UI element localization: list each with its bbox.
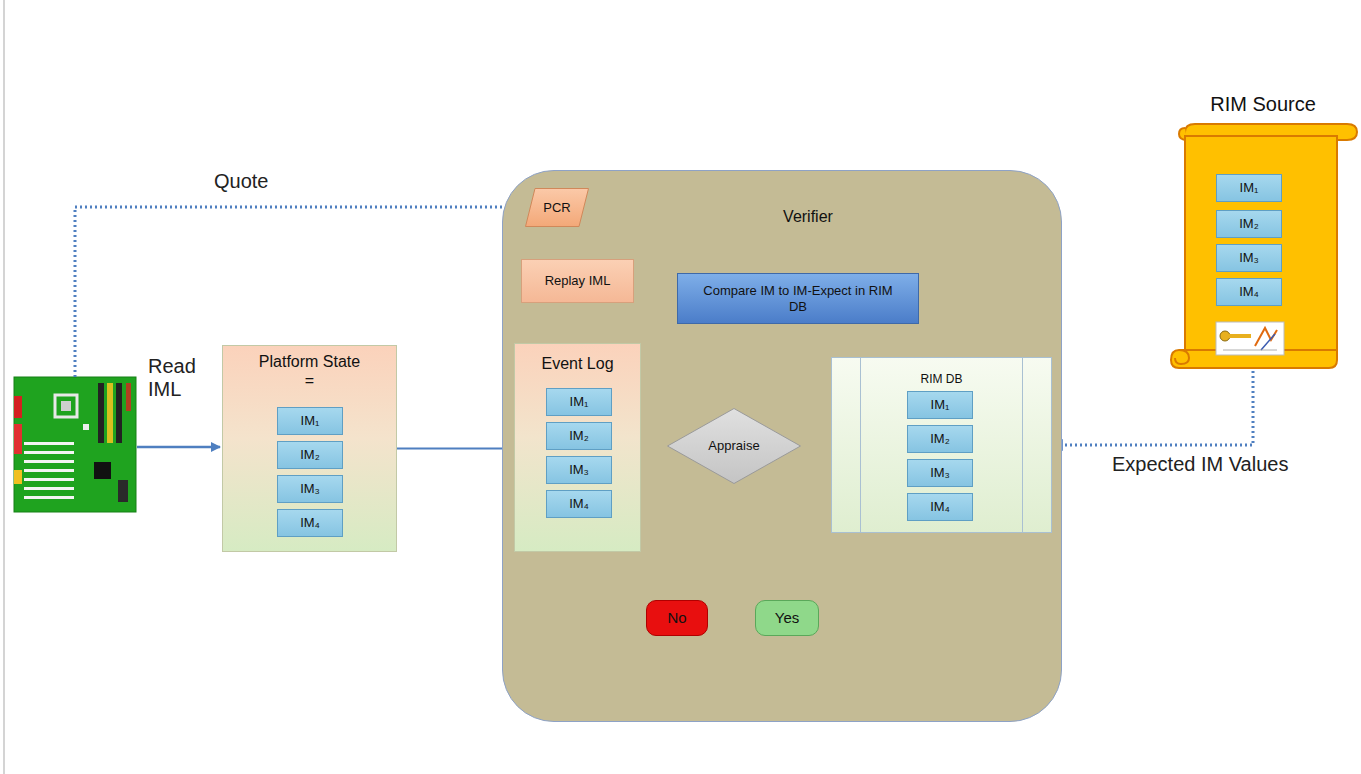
measurement-box: IM₁: [277, 407, 343, 435]
box-label: IM₁: [931, 397, 950, 413]
box-label: IM₃: [1239, 250, 1259, 266]
measurement-box: IM₄: [907, 493, 973, 521]
box-label: IM₁: [301, 413, 320, 429]
box-heading: Verifier: [783, 207, 833, 226]
box-label: IM₁: [570, 394, 589, 410]
box-label: IM₂: [300, 447, 320, 463]
box-label: IM₄: [569, 496, 589, 512]
quote-label: Quote: [214, 170, 268, 193]
connector: [397, 448, 514, 450]
read-label: Read IML: [148, 355, 208, 401]
state-box: Platform State = IM₁ IM₂ IM₃ IM₄: [222, 345, 397, 552]
box-label: Compare IM to IM-Expect in RIM DB: [703, 283, 893, 314]
process-box: Compare IM to IM-Expect in RIM DB: [677, 273, 919, 324]
database-box: RIM DB IM₁ IM₂ IM₃ IM₄: [831, 357, 1052, 533]
decision-diamond: Appraise: [667, 408, 801, 484]
box-heading: RIM DB: [921, 372, 963, 386]
rim-source-scroll: RIM SourceIM₁ IM₂ IM₃ IM₄: [1165, 88, 1361, 368]
box-label: IM₃: [569, 462, 589, 478]
box-label: IM₄: [1239, 284, 1259, 300]
process-box: Replay IML: [521, 259, 634, 303]
result-yes: Yes: [755, 600, 819, 636]
edge-label: Expected IM Values: [1112, 453, 1288, 476]
measurement-box: IM₂: [277, 441, 343, 469]
box-label: Replay IML: [545, 273, 611, 289]
result-no: No: [646, 600, 708, 636]
measurement-box: IM₃: [546, 456, 612, 484]
measurement-box: IM₂: [907, 425, 973, 453]
box-label: No: [667, 609, 686, 627]
box-label: IM₄: [300, 515, 320, 531]
measurement-box: IM₄: [277, 509, 343, 537]
box-label: Appraise: [708, 438, 759, 454]
motherboard-illustration: [14, 377, 136, 512]
measurement-box: IM₄: [546, 490, 612, 518]
signature-icon: [1216, 322, 1284, 355]
box-label: IM₄: [930, 499, 950, 515]
measurement-box: IM₃: [277, 475, 343, 503]
input-parallelogram: PCR: [525, 188, 589, 227]
measurement-box: IM₁: [546, 388, 612, 416]
measurement-box: IM₂: [546, 422, 612, 450]
box-label: IM₂: [930, 431, 950, 447]
measurement-box: IM₃: [907, 459, 973, 487]
measurement-box: IM₁: [907, 391, 973, 419]
box-heading: RIM Source: [1210, 92, 1316, 116]
box-label: PCR: [543, 200, 570, 216]
measurement-box: IM₄: [1216, 278, 1282, 306]
measurement-box: IM₁: [1216, 174, 1282, 202]
read-line: [137, 446, 220, 449]
box-label: Yes: [775, 609, 799, 627]
log-box: Event LogIM₁ IM₂ IM₃ IM₄: [514, 343, 641, 552]
connector: [1052, 366, 1253, 445]
box-label: IM₁: [1240, 180, 1259, 196]
database-rail: [860, 358, 861, 532]
box-label: IM₂: [1239, 216, 1259, 232]
measurement-box: IM₂: [1216, 210, 1282, 238]
verifier-region: Verifier PCR Replay IML Event LogIM₁ IM₂ IM₃ I…: [502, 170, 1062, 722]
box-label: IM₂: [569, 428, 589, 444]
box-label: IM₃: [930, 465, 950, 481]
box-label: IM₃: [300, 481, 320, 497]
box-heading: Event Log: [541, 354, 613, 373]
measurement-box: IM₃: [1216, 244, 1282, 272]
box-heading: Platform State =: [254, 352, 366, 390]
database-rail: [1022, 358, 1023, 532]
page-rule: [3, 0, 5, 774]
